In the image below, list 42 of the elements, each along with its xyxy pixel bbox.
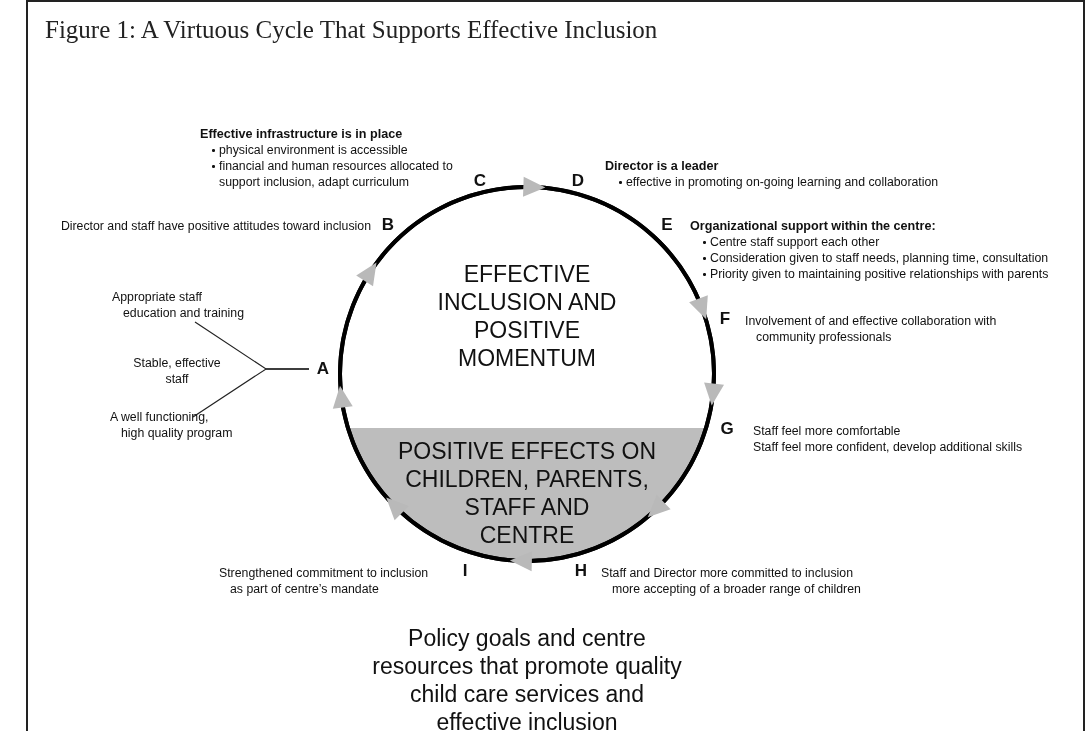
bullet-item: Centre staff support each other (690, 234, 1085, 250)
description-text: Director and staff have positive attitudes toward inclusion (59, 218, 371, 234)
description-text: Staff and Director more committed to inclusion (601, 565, 854, 581)
figure-title: Figure 1: A Virtuous Cycle That Supports Effective Inclusion (45, 16, 658, 44)
cycle-arrow (704, 322, 724, 423)
effects-heading: POSITIVE EFFECTS ON CHILDREN, PARENTS, STAFF AND CENTRE (396, 437, 658, 549)
stage-letter: A (316, 360, 330, 378)
description-heading: Director is a leader (605, 158, 720, 174)
cycle-arrow (653, 235, 709, 324)
bullet-item: effective in promoting on-going learning and collaboration (605, 174, 1025, 190)
cycle-heading: EFFECTIVE INCLUSION AND POSITIVE MOMENTUM (436, 260, 618, 372)
cycle-arc (398, 190, 483, 239)
stage-letter: G (720, 420, 734, 438)
stage-letter: E (661, 216, 673, 234)
cycle-arrow (332, 373, 472, 555)
cycle-arrow (470, 550, 576, 572)
factor-text: Stable, effective staff (122, 355, 232, 387)
stage-letter: I (462, 562, 468, 580)
factor-text: A well functioning, high quality program (110, 409, 250, 441)
foundation-text: Policy goals and centre resources that promote quality child care services and effective inclusion (371, 624, 683, 731)
connector-line (192, 368, 310, 418)
bullet-item: financial and human resources allocated to support inclusion, adapt curriculum (200, 158, 472, 190)
description-text: Staff feel more comfortable (753, 423, 902, 439)
stage-letter: C (473, 172, 487, 190)
bullet-item: Priority given to maintaining positive relationships with parents (690, 266, 1085, 282)
stage-letter: D (571, 172, 585, 190)
bullet-item: Consideration given to staff needs, planning time, consultation (690, 250, 1085, 266)
cycle-arc (574, 191, 656, 239)
factor-text: Appropriate staff education and training (112, 289, 262, 321)
cycle-arrow (338, 235, 401, 375)
description-text: Involvement of and effective collaboration with community professionals (745, 313, 998, 345)
stage-letter: H (574, 562, 588, 580)
stage-letter: B (381, 216, 395, 234)
stage-letter: F (719, 310, 731, 328)
description-heading: Organizational support within the centre: (690, 218, 937, 234)
bullet-item: physical environment is accessible (200, 142, 472, 158)
description-heading: Effective infrastructure is in place (200, 126, 404, 142)
description-text: more accepting of a broader range of children (612, 581, 862, 597)
cycle-arrow (481, 176, 576, 197)
cycle-arrow (574, 421, 710, 557)
description-text: Staff feel more confident, develop additional skills (753, 439, 1024, 455)
description-text: Strengthened commitment to inclusion as part of centre’s mandate (219, 565, 430, 597)
